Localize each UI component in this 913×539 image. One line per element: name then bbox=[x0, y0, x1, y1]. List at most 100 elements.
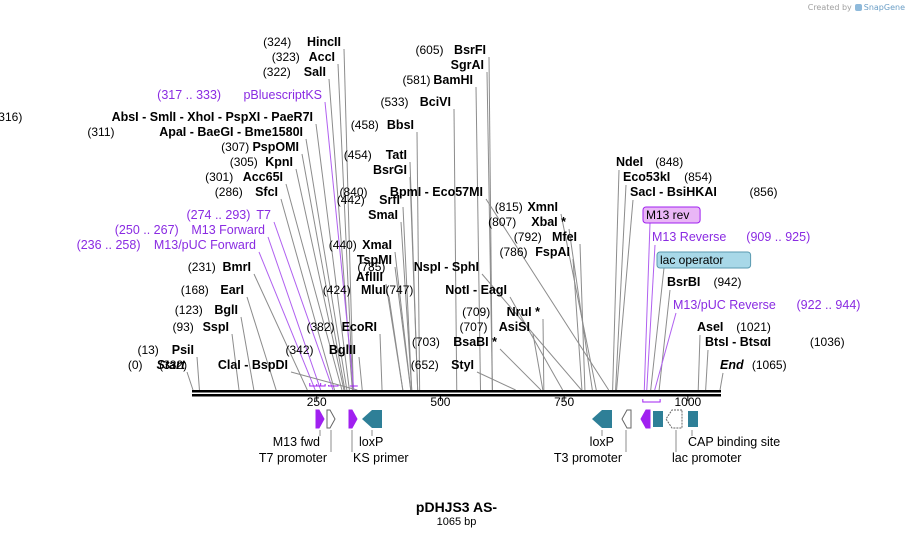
leader-line bbox=[654, 312, 677, 391]
enzyme-label: FspAI bbox=[535, 245, 570, 259]
site-position: (442) bbox=[337, 193, 365, 207]
site-position: (231) bbox=[188, 260, 216, 274]
enzyme-label: BciVI bbox=[420, 95, 451, 109]
enzyme-label: XmnI bbox=[527, 200, 558, 214]
leader-line bbox=[337, 63, 354, 391]
site-label: Start(0) bbox=[128, 358, 186, 372]
feature-name: T3 promoter bbox=[554, 451, 622, 465]
site-position: (848) bbox=[655, 155, 683, 169]
site-position: (0) bbox=[128, 358, 143, 372]
site-position: (301) bbox=[205, 170, 233, 184]
t7-promoter-arrow bbox=[326, 409, 336, 429]
site-label: AsiSI(707) bbox=[459, 320, 530, 334]
primer-label: T7 bbox=[256, 208, 271, 222]
site-position: (382) bbox=[306, 320, 334, 334]
enzyme-label: ApaI - BaeGI - Bme1580I bbox=[159, 125, 303, 139]
enzyme-label: XmaI bbox=[362, 238, 392, 252]
enzyme-label: SmaI bbox=[368, 208, 398, 222]
site-label: TspMI bbox=[357, 253, 392, 267]
site-position: (311) bbox=[87, 125, 114, 139]
leader-line bbox=[231, 333, 240, 391]
site-label: NspI - SphI(785) bbox=[357, 260, 479, 274]
leader-line bbox=[394, 251, 412, 391]
enzyme-label: BbsI bbox=[387, 118, 414, 132]
site-position: (322) bbox=[263, 65, 291, 79]
feature-name: loxP bbox=[359, 435, 383, 449]
leader-line bbox=[305, 138, 348, 391]
site-position: (840) bbox=[339, 185, 367, 199]
enzyme-label: StyI bbox=[451, 358, 474, 372]
site-position: (317 .. 333) bbox=[157, 88, 221, 102]
leader-line bbox=[612, 169, 620, 391]
site-label: KpnI(305) bbox=[230, 155, 293, 169]
leader-lines bbox=[186, 48, 724, 391]
site-position: (93) bbox=[172, 320, 193, 334]
t3-promoter-arrow bbox=[621, 409, 632, 429]
site-label: BglII(342) bbox=[285, 343, 356, 357]
site-label: TatI(454) bbox=[344, 148, 407, 162]
site-position: (1036) bbox=[810, 335, 845, 349]
snapgene-logo-icon bbox=[854, 4, 862, 11]
leader-line bbox=[488, 56, 493, 391]
primer-label: M13 Reverse bbox=[652, 230, 726, 244]
primer-label: pBluescriptKS bbox=[243, 88, 322, 102]
site-label: SfcI(286) bbox=[215, 185, 278, 199]
enzyme-label: Eco53kI bbox=[623, 170, 670, 184]
feature-name: KS primer bbox=[353, 451, 409, 465]
feature-name: loxP bbox=[590, 435, 614, 449]
site-label: SspI (93) bbox=[172, 320, 229, 334]
enzyme-label: EarI bbox=[220, 283, 244, 297]
site-position: (581) bbox=[402, 73, 430, 87]
enzyme-label: BmrI bbox=[223, 260, 251, 274]
site-label: BsrGI bbox=[373, 163, 407, 177]
primer-bracket bbox=[328, 385, 339, 387]
enzyme-label: MfeI bbox=[552, 230, 577, 244]
site-position: (605) bbox=[415, 43, 443, 57]
feature-glyphs bbox=[315, 409, 698, 452]
enzyme-label: BsrBI bbox=[667, 275, 700, 289]
leader-line bbox=[453, 108, 458, 391]
plasmid-length: 1065 bp bbox=[436, 516, 477, 528]
site-position: (316) bbox=[0, 110, 22, 124]
leader-line bbox=[246, 296, 277, 391]
leader-line bbox=[615, 184, 627, 391]
tick-label: 500 bbox=[430, 395, 450, 409]
site-label: FspAI(786) bbox=[499, 245, 570, 259]
primer-bracket bbox=[309, 383, 322, 387]
site-position: (236 .. 258) bbox=[77, 238, 141, 252]
enzyme-label: AbsI - SmlI - XhoI - PspXI - PaeR7I bbox=[112, 110, 313, 124]
site-position: (1065) bbox=[752, 358, 787, 372]
lac-promoter-arrow bbox=[665, 409, 683, 429]
site-label: BtsI - BtsαI (1036) bbox=[705, 335, 845, 349]
enzyme-label: SspI bbox=[203, 320, 229, 334]
feature-label: M13 rev bbox=[646, 208, 689, 222]
enzyme-label: BtsI - BtsαI bbox=[705, 335, 771, 349]
enzyme-label: BsrGI bbox=[373, 163, 407, 177]
site-position: (424) bbox=[323, 283, 351, 297]
site-position: (274 .. 293) bbox=[186, 208, 250, 222]
leader-line bbox=[572, 258, 583, 391]
enzyme-label: NruI * bbox=[507, 305, 540, 319]
site-label: XmnI(815) bbox=[495, 200, 558, 214]
site-position: (707) bbox=[459, 320, 487, 334]
site-label: SrfI (442) bbox=[337, 193, 400, 207]
site-label: XmaI(440) bbox=[329, 238, 392, 252]
leader-line bbox=[290, 371, 358, 391]
cap-binding-site-box bbox=[688, 411, 698, 427]
site-label: Eco53kI(854) bbox=[623, 170, 712, 184]
leader-line bbox=[509, 296, 564, 391]
site-label: AccI(323) bbox=[272, 50, 335, 64]
site-label: BsrFI(605) bbox=[415, 43, 486, 57]
feature-name: CAP binding site bbox=[688, 435, 780, 449]
top-strand bbox=[192, 390, 721, 393]
feature-name: M13 fwd bbox=[273, 435, 320, 449]
enzyme-label: SrfI bbox=[379, 193, 400, 207]
leader-line bbox=[267, 236, 322, 391]
ks-primer-arrow bbox=[348, 409, 358, 429]
leader-line bbox=[315, 123, 350, 391]
leader-line bbox=[579, 243, 586, 391]
leader-line bbox=[253, 273, 308, 391]
leader-line bbox=[658, 289, 671, 391]
leader-line bbox=[358, 356, 363, 391]
leader-line bbox=[475, 86, 481, 391]
